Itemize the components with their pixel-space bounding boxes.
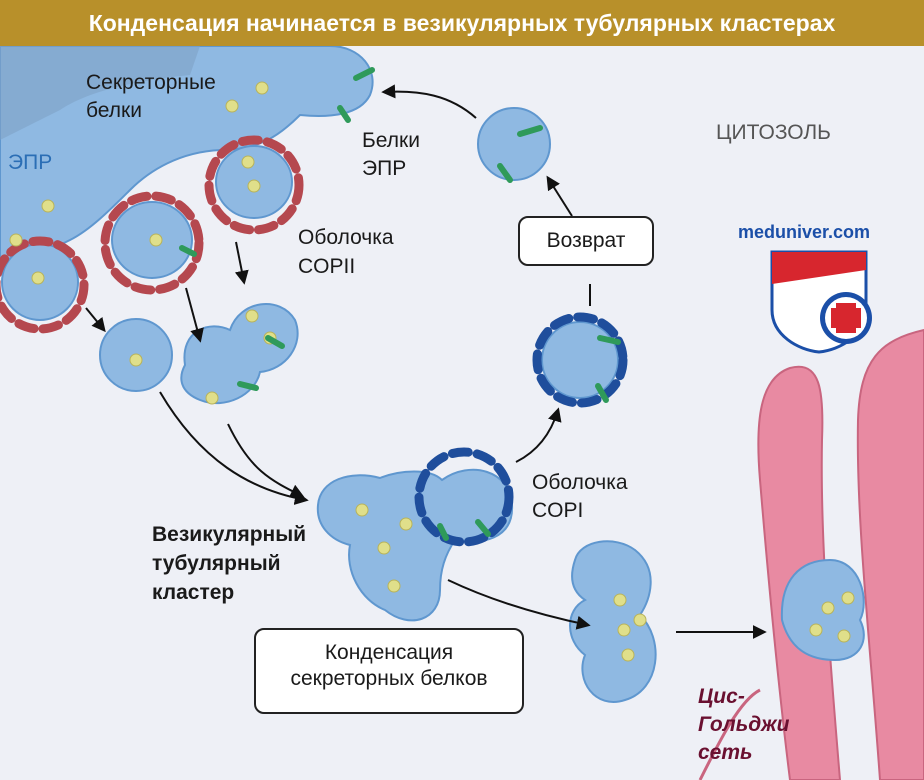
label-copii-line2: COPII xyxy=(298,255,356,278)
label-copii-line1: Оболочка xyxy=(298,226,394,249)
return-label: Возврат xyxy=(546,229,626,252)
label-secretory-proteins-line2: белки xyxy=(86,99,142,122)
label-vtc-line2: тубулярный xyxy=(152,552,281,575)
copii-coats xyxy=(0,135,304,334)
pathway-arrows xyxy=(85,84,767,639)
cargo-proteins xyxy=(9,81,855,662)
label-cis-golgi-line1: Цис- xyxy=(698,685,745,708)
retrograde-vesicles xyxy=(477,107,628,408)
label-copi-line2: COPI xyxy=(532,499,584,522)
golgi-network xyxy=(698,328,924,780)
condensation-label-line2: секреторных белков xyxy=(290,667,488,690)
er-resident-proteins xyxy=(179,67,621,541)
page-title: Конденсация начинается в везикулярных ту… xyxy=(0,0,924,46)
condensation-box: Конденсация секреторных белков xyxy=(254,628,524,714)
label-secretory-proteins-line1: Секреторные xyxy=(86,71,216,94)
label-er: ЭПР xyxy=(8,151,53,174)
watermark-text: meduniver.com xyxy=(738,222,871,242)
label-er-proteins-line1: Белки xyxy=(362,129,420,152)
label-cis-golgi-line3: сеть xyxy=(698,741,753,764)
label-er-proteins-line2: ЭПР xyxy=(362,157,407,180)
condensation-label-line1: Конденсация xyxy=(324,641,454,664)
label-vtc-line1: Везикулярный xyxy=(152,523,307,546)
label-cytosol: ЦИТОЗОЛЬ xyxy=(716,121,831,144)
label-vtc-line3: кластер xyxy=(152,581,235,604)
return-box: Возврат xyxy=(518,216,654,266)
label-copi-line1: Оболочка xyxy=(532,471,628,494)
label-cis-golgi-line2: Гольджи xyxy=(698,713,790,736)
watermark-shield-icon xyxy=(770,250,872,354)
transport-vesicles xyxy=(99,303,299,405)
